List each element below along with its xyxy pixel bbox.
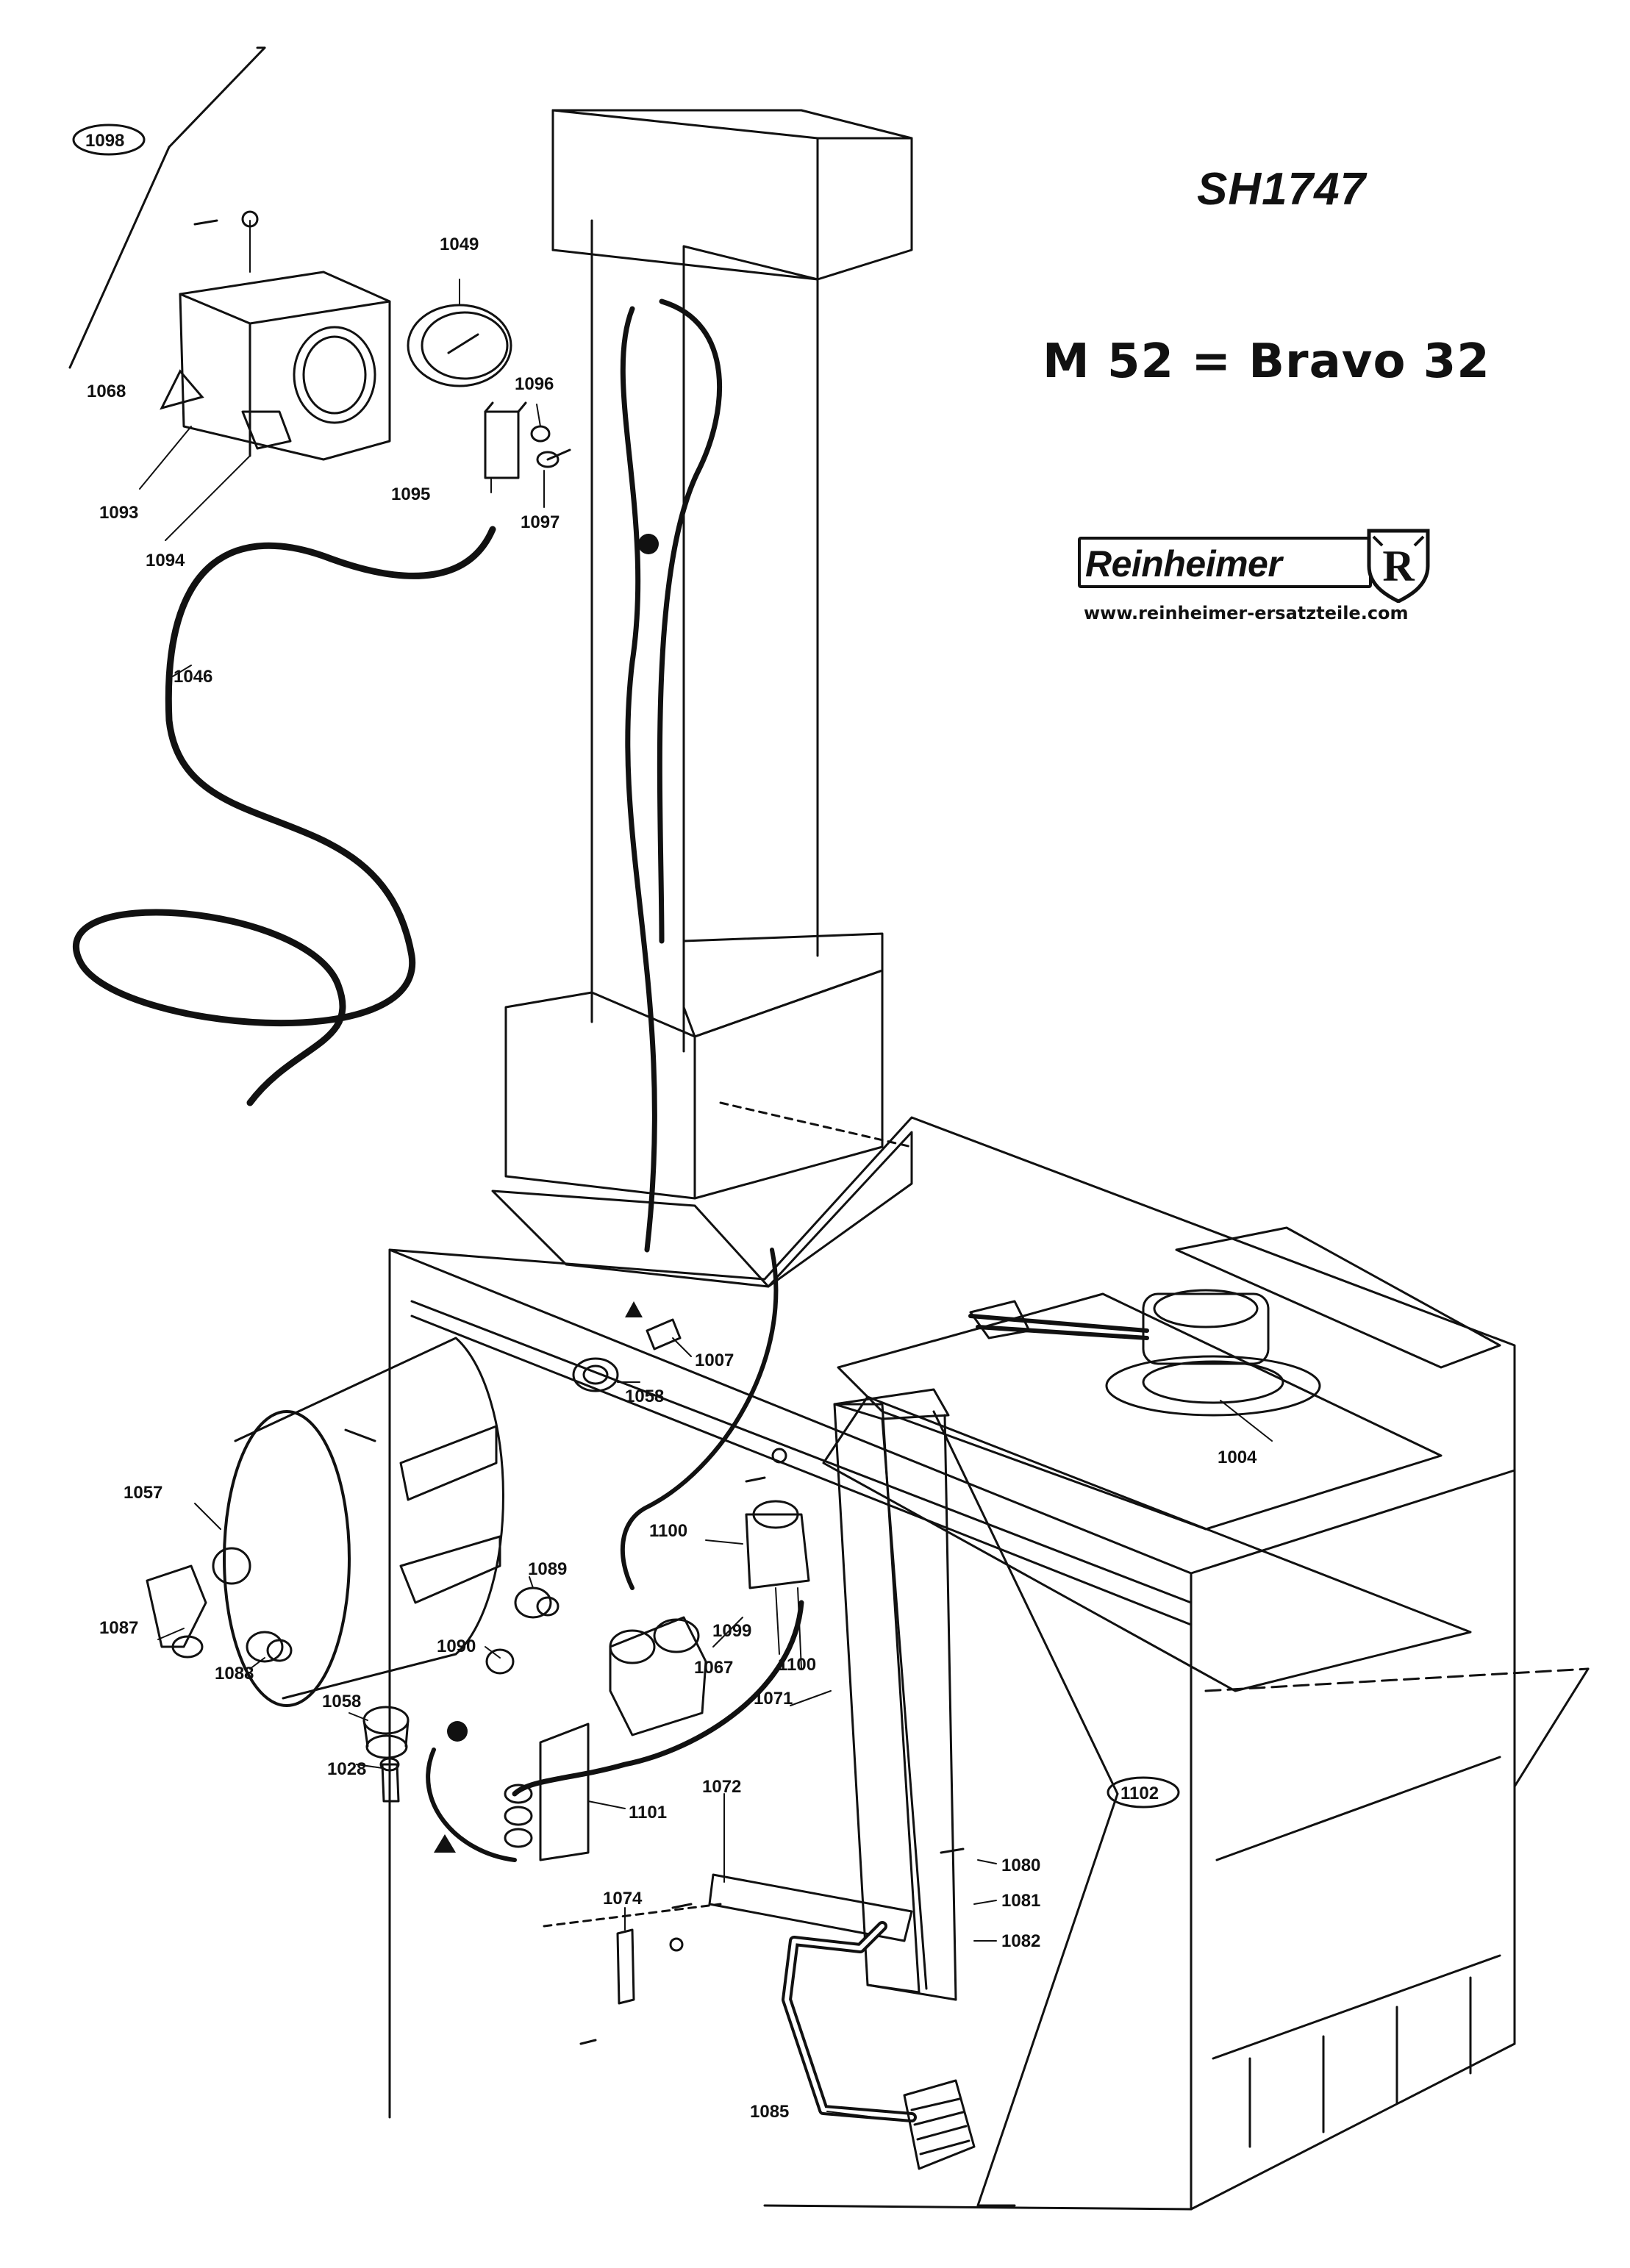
label-1090: 1090 xyxy=(437,1636,476,1656)
label-1088: 1088 xyxy=(215,1664,254,1684)
label-1098: 1098 xyxy=(85,131,124,151)
label-1087: 1087 xyxy=(99,1618,138,1638)
model-title: M 52 = Bravo 32 xyxy=(1043,335,1490,389)
label-1085: 1085 xyxy=(750,2102,789,2122)
label-1068: 1068 xyxy=(87,382,126,401)
label-1082: 1082 xyxy=(1001,1931,1040,1951)
label-1046: 1046 xyxy=(174,667,212,687)
hose-column-b xyxy=(657,298,723,944)
arrow-marker-icon xyxy=(434,1301,643,1853)
label-1057: 1057 xyxy=(124,1483,162,1503)
group-bracket-1102 xyxy=(932,1410,1119,2207)
top-cover-panel xyxy=(837,1289,1443,1531)
brand-logo: Reinheimer R xyxy=(1078,521,1460,606)
manifold-1101 xyxy=(504,1723,590,1861)
side-frame xyxy=(833,1388,957,2001)
hose-1101 xyxy=(512,1600,804,1797)
base-cabinet xyxy=(388,1116,1516,2211)
drawing-code: SH1747 xyxy=(1197,164,1367,215)
cabinet-grille xyxy=(1204,1667,1590,2148)
label-1094: 1094 xyxy=(146,551,185,570)
hose-1071 xyxy=(620,1248,779,1590)
fitting-1096-1097 xyxy=(530,425,571,468)
gauge-housing xyxy=(179,271,391,461)
label-1072: 1072 xyxy=(702,1777,741,1797)
brand-name: Reinheimer xyxy=(1085,543,1282,584)
label-1100a: 1100 xyxy=(649,1521,687,1541)
hose-1046 xyxy=(72,526,496,1106)
shield-icon: R xyxy=(1367,529,1430,603)
leader-lines xyxy=(139,220,1273,2122)
hose-column xyxy=(620,306,657,1253)
label-1096: 1096 xyxy=(515,374,554,394)
screws xyxy=(193,210,965,2045)
label-1007: 1007 xyxy=(695,1351,734,1370)
label-1058a: 1058 xyxy=(625,1387,664,1406)
website-url: www.reinheimer-ersatzteile.com xyxy=(1084,603,1409,623)
label-1099: 1099 xyxy=(712,1621,751,1641)
foot-pedal xyxy=(903,2079,976,2170)
gauge-bracket xyxy=(484,401,527,479)
pilot-valve xyxy=(745,1500,810,1589)
label-1097: 1097 xyxy=(521,512,560,532)
pressure-gauge xyxy=(407,304,512,387)
elbow-1087 xyxy=(146,1564,207,1659)
group-bracket-1098 xyxy=(68,46,266,369)
label-1028: 1028 xyxy=(327,1759,366,1779)
hose-valve-loop xyxy=(426,1747,517,1862)
fitting-1007 xyxy=(646,1318,682,1351)
label-1101: 1101 xyxy=(629,1803,667,1822)
label-1081: 1081 xyxy=(1001,1891,1040,1911)
label-1004: 1004 xyxy=(1218,1448,1257,1467)
callout-ovals xyxy=(72,124,1180,1809)
fitting-1089 xyxy=(514,1586,560,1619)
label-1058b: 1058 xyxy=(322,1692,361,1711)
label-1100b: 1100 xyxy=(778,1655,816,1675)
air-tank xyxy=(212,1337,504,1707)
logo-letter: R xyxy=(1382,542,1415,590)
fitting-1028 xyxy=(379,1757,400,1803)
silencer-1058a xyxy=(572,1357,619,1392)
column-foot-bracket xyxy=(491,932,913,1288)
warning-triangle-icon xyxy=(160,369,204,410)
column-top-cap xyxy=(551,109,913,281)
label-1089: 1089 xyxy=(528,1559,567,1579)
column-body xyxy=(590,219,819,1053)
label-1049: 1049 xyxy=(440,235,479,254)
label-1093: 1093 xyxy=(99,503,138,523)
label-1074: 1074 xyxy=(603,1889,643,1909)
hose-end-1094 xyxy=(241,410,292,450)
valve-block xyxy=(609,1616,707,1736)
part-labels: 1098 1049 1068 1093 1094 1096 1095 1097 … xyxy=(85,131,1257,2122)
plug-1058b xyxy=(362,1706,410,1759)
plug-1088 xyxy=(246,1631,293,1663)
bracket-1074 xyxy=(543,1903,722,2005)
label-1080: 1080 xyxy=(1001,1856,1040,1875)
label-1095: 1095 xyxy=(391,484,430,504)
ring-1090 xyxy=(485,1648,515,1675)
pedal-linkage xyxy=(708,1873,917,2122)
dot-marker-icon xyxy=(447,534,659,1742)
label-1102: 1102 xyxy=(1120,1784,1159,1803)
label-1071: 1071 xyxy=(754,1689,793,1709)
label-1067: 1067 xyxy=(694,1658,733,1678)
